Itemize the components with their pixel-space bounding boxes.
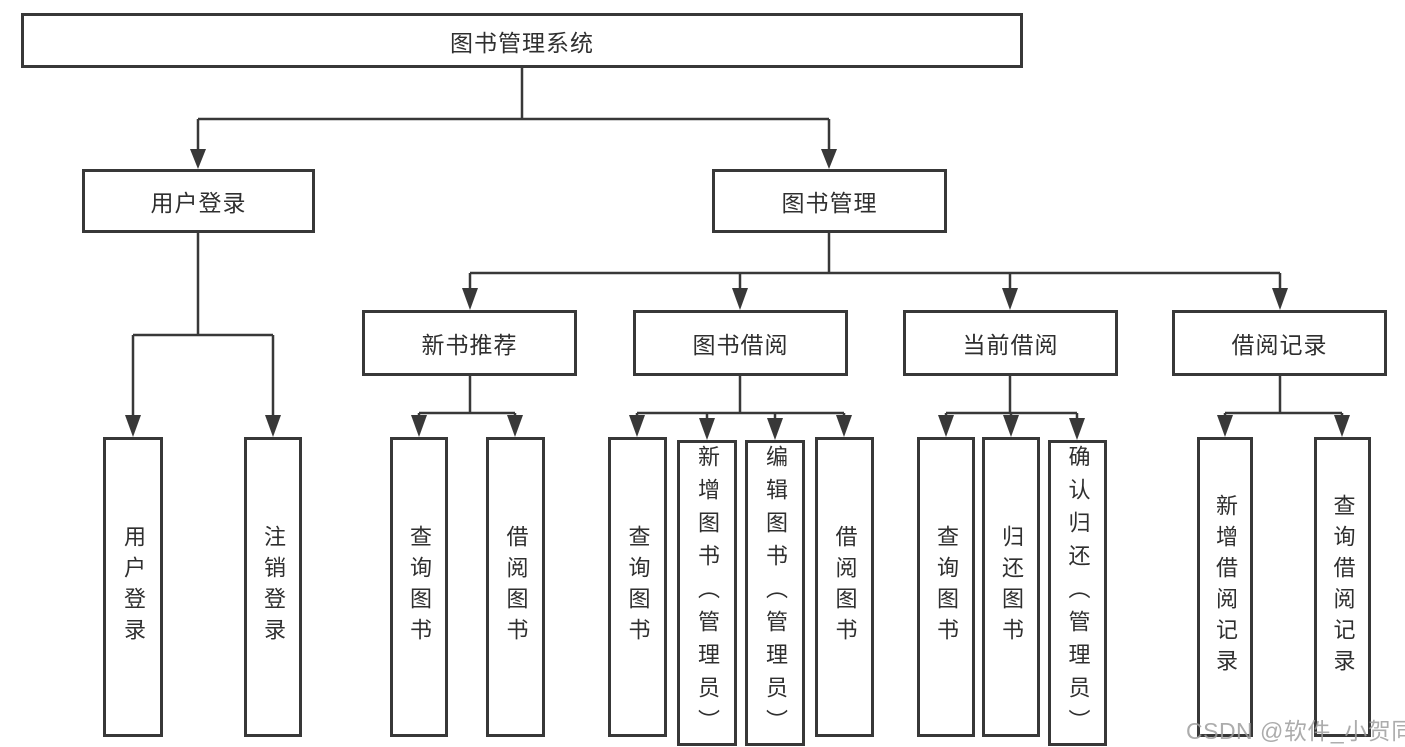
leaf-user-login: 用户登录 xyxy=(103,437,163,737)
node-book-management: 图书管理 xyxy=(712,169,947,233)
leaf-query-borrow-record: 查询借阅记录 xyxy=(1314,437,1371,737)
node-label: 新增图书（管理员） xyxy=(695,444,720,742)
node-label: 新增借阅记录 xyxy=(1213,494,1238,680)
node-label: 查询图书 xyxy=(934,525,959,649)
node-label: 借阅记录 xyxy=(1231,332,1328,358)
leaf-query-book-current: 查询图书 xyxy=(917,437,975,737)
leaf-return-book: 归还图书 xyxy=(982,437,1040,737)
leaf-logout-login: 注销登录 xyxy=(244,437,302,737)
node-label: 用户登录 xyxy=(121,525,146,649)
node-label: 当前借阅 xyxy=(962,332,1059,358)
node-label: 查询图书 xyxy=(407,525,432,649)
node-label: 用户登录 xyxy=(150,190,247,216)
leaf-query-book-recommend: 查询图书 xyxy=(390,437,448,737)
node-label: 查询图书 xyxy=(625,525,651,649)
leaf-edit-book-admin: 编辑图书（管理员） xyxy=(745,440,805,746)
leaf-add-borrow-record: 新增借阅记录 xyxy=(1197,437,1253,737)
node-label: 查询借阅记录 xyxy=(1330,494,1356,680)
node-label: 确认归还（管理员） xyxy=(1065,444,1091,742)
node-borrow-record: 借阅记录 xyxy=(1172,310,1387,376)
node-library-management-system: 图书管理系统 xyxy=(21,13,1023,68)
csdn-watermark: CSDN @软件_小贺同学 xyxy=(1186,718,1405,744)
leaf-borrow-book-recommend: 借阅图书 xyxy=(486,437,545,737)
node-current-borrow: 当前借阅 xyxy=(903,310,1118,376)
node-label: 借阅图书 xyxy=(832,525,858,649)
node-user-login: 用户登录 xyxy=(82,169,315,233)
node-label: 归还图书 xyxy=(999,525,1024,649)
leaf-add-book-admin: 新增图书（管理员） xyxy=(677,440,737,746)
node-label: 新书推荐 xyxy=(421,332,518,358)
node-book-borrow: 图书借阅 xyxy=(633,310,848,376)
node-label: 图书管理 xyxy=(781,190,878,216)
node-label: 编辑图书（管理员） xyxy=(763,444,788,742)
leaf-query-book-borrow: 查询图书 xyxy=(608,437,667,737)
node-label: 图书管理系统 xyxy=(450,29,594,56)
node-label: 图书借阅 xyxy=(692,332,789,358)
node-new-book-recommend: 新书推荐 xyxy=(362,310,577,376)
node-label: 注销登录 xyxy=(261,525,286,649)
leaf-borrow-book: 借阅图书 xyxy=(815,437,874,737)
node-label: 借阅图书 xyxy=(503,525,529,649)
leaf-confirm-return-admin: 确认归还（管理员） xyxy=(1048,440,1107,746)
